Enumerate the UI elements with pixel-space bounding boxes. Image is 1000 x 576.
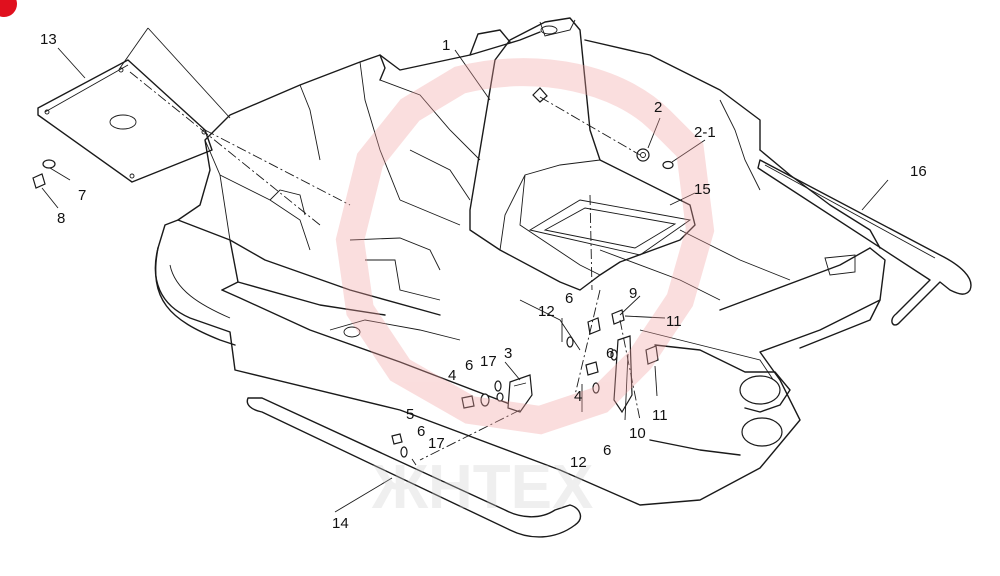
callout-9: 9 <box>629 285 637 302</box>
callout-6-top: 6 <box>565 290 573 307</box>
callout-12-bottom: 12 <box>570 454 587 471</box>
side-step-right <box>757 159 972 326</box>
callout-2-1: 2-1 <box>694 124 716 141</box>
watermark: ЖНТЕХ <box>335 58 715 522</box>
callout-2: 2 <box>654 99 662 116</box>
callout-3: 3 <box>504 345 512 362</box>
cover-plate <box>37 59 213 183</box>
callout-16: 16 <box>910 163 927 180</box>
callout-labels: 13 1 2 2-1 16 15 7 8 9 11 12 6 3 6 6 17 … <box>40 31 927 532</box>
callout-12-top: 12 <box>538 303 555 320</box>
corner-badge <box>0 0 17 17</box>
leader-lines <box>41 27 889 513</box>
callout-4-right: 4 <box>574 388 582 405</box>
reference-lines <box>129 71 641 461</box>
callout-5: 5 <box>406 406 414 423</box>
callout-6-mid-right: 6 <box>606 345 614 362</box>
callout-8: 8 <box>57 210 65 227</box>
mount-bracket-3 <box>507 374 533 413</box>
seat-pan <box>469 17 696 291</box>
floor-body <box>154 29 886 506</box>
callout-11-top: 11 <box>666 313 682 330</box>
callout-14: 14 <box>332 515 349 532</box>
callout-10: 10 <box>629 425 646 442</box>
callout-13: 13 <box>40 31 57 48</box>
callout-1: 1 <box>442 37 450 54</box>
callout-11-bottom: 11 <box>652 407 668 424</box>
fasteners <box>32 148 674 466</box>
mount-bracket-10 <box>613 335 633 414</box>
callout-17-mid: 17 <box>480 353 497 370</box>
side-step-left <box>246 397 582 538</box>
callout-6-bottom: 6 <box>603 442 611 459</box>
callout-4-left: 4 <box>448 367 456 384</box>
callout-7: 7 <box>78 187 86 204</box>
seat-plate <box>528 199 692 256</box>
callout-6-low: 6 <box>417 423 425 440</box>
callout-17-low: 17 <box>428 435 445 452</box>
callout-6-mid-left: 6 <box>465 357 473 374</box>
callout-15: 15 <box>694 181 711 198</box>
watermark-text: ЖНТЕХ <box>371 453 593 522</box>
